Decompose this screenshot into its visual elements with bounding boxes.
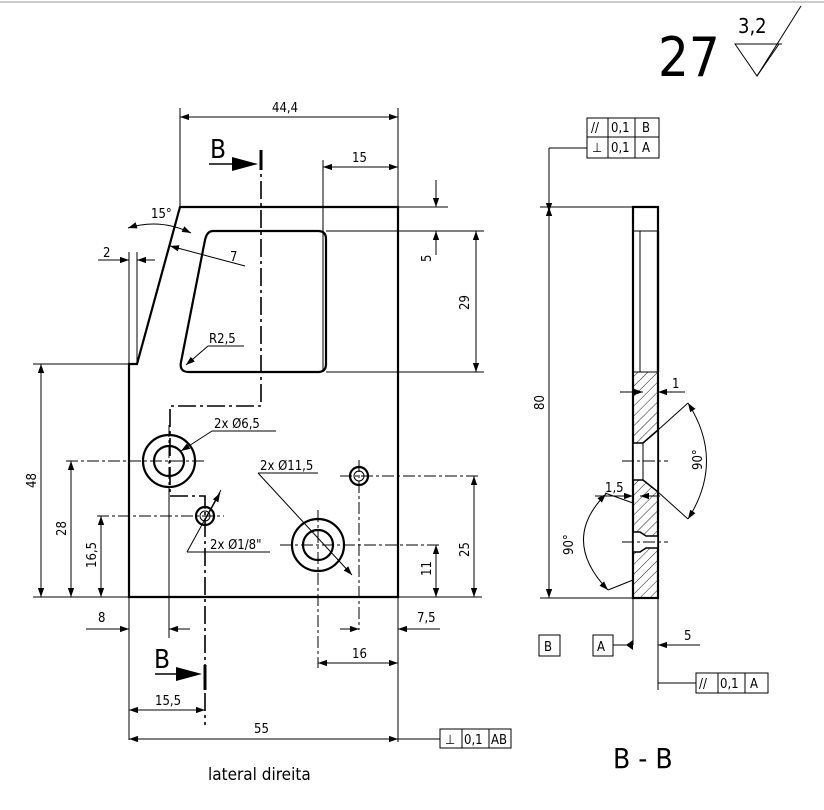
caption-section: B - B bbox=[613, 742, 673, 775]
svg-text:A: A bbox=[597, 640, 605, 655]
section-arrow-bottom bbox=[176, 667, 202, 681]
roughness-value: 3,2 bbox=[738, 14, 767, 38]
dim-radius: R2,5 bbox=[209, 332, 236, 347]
dim-angle-15: 15° bbox=[151, 207, 172, 222]
fcf-perpendicularity-ab: ⊥ 0,1 AB bbox=[398, 728, 512, 749]
svg-text://: // bbox=[699, 677, 707, 692]
surface-roughness-callout: 27 3,2 bbox=[658, 5, 802, 89]
svg-text:0,1: 0,1 bbox=[720, 677, 739, 692]
svg-text:⊥: ⊥ bbox=[592, 141, 602, 156]
dim-16: 16 bbox=[352, 647, 367, 662]
section-label-top: B bbox=[210, 135, 226, 165]
dim-11: 11 bbox=[420, 561, 435, 576]
pocket-outline bbox=[179, 229, 328, 374]
svg-text:0,1: 0,1 bbox=[464, 733, 483, 748]
fcf-top: // 0,1 B ⊥ 0,1 A bbox=[545, 117, 660, 212]
svg-text://: // bbox=[591, 121, 599, 136]
lateral-view: B B 44,4 bbox=[25, 101, 512, 785]
dim-2: 2 bbox=[103, 246, 110, 261]
dim-8: 8 bbox=[98, 611, 105, 626]
dim-16-5: 16,5 bbox=[85, 542, 100, 568]
section-outline bbox=[631, 205, 660, 600]
dim-44-4: 44,4 bbox=[272, 101, 298, 116]
fcf-parallel-a: // 0,1 A bbox=[658, 672, 769, 694]
datum-b: B bbox=[538, 634, 561, 657]
dim-holes-6-5: 2x Ø6,5 bbox=[214, 417, 260, 432]
part-quantity: 27 bbox=[658, 26, 720, 89]
dim-5: 5 bbox=[420, 255, 435, 262]
dim-7-5: 7,5 bbox=[417, 611, 436, 626]
svg-text:⊥: ⊥ bbox=[445, 733, 455, 748]
dim-48: 48 bbox=[25, 473, 40, 488]
dim-7: 7 bbox=[230, 250, 237, 265]
dim-1-5: 1,5 bbox=[605, 481, 624, 496]
roughness-symbol bbox=[734, 43, 780, 77]
dim-29: 29 bbox=[458, 295, 473, 310]
dim-55: 55 bbox=[254, 722, 269, 737]
datum-a: A bbox=[592, 598, 634, 657]
dim-angle-90-upper: 90° bbox=[691, 449, 706, 470]
dim-15-5: 15,5 bbox=[155, 694, 181, 709]
svg-text:0,1: 0,1 bbox=[611, 121, 630, 136]
dim-5-section: 5 bbox=[684, 629, 691, 644]
dim-25: 25 bbox=[458, 542, 473, 557]
caption-lateral: lateral direita bbox=[208, 765, 311, 785]
svg-text:B: B bbox=[544, 640, 552, 655]
dim-angle-90-lower: 90° bbox=[562, 534, 577, 555]
section-label-bottom: B bbox=[154, 645, 170, 675]
svg-text:A: A bbox=[750, 677, 758, 692]
section-view-bb: 80 // 0,1 B ⊥ 0,1 A 1 90° 1,5 bbox=[533, 117, 769, 775]
svg-text:A: A bbox=[642, 141, 650, 156]
dim-1: 1 bbox=[672, 377, 679, 392]
section-arrow-top bbox=[232, 157, 258, 171]
dim-80: 80 bbox=[533, 395, 548, 410]
dim-28: 28 bbox=[55, 521, 70, 536]
dim-holes-1-8: 2x Ø1/8" bbox=[210, 538, 261, 553]
svg-text:0,1: 0,1 bbox=[611, 141, 630, 156]
svg-text:AB: AB bbox=[491, 733, 507, 748]
svg-text:B: B bbox=[642, 121, 650, 136]
dim-15: 15 bbox=[352, 151, 367, 166]
dim-holes-11-5: 2x Ø11,5 bbox=[260, 459, 313, 474]
